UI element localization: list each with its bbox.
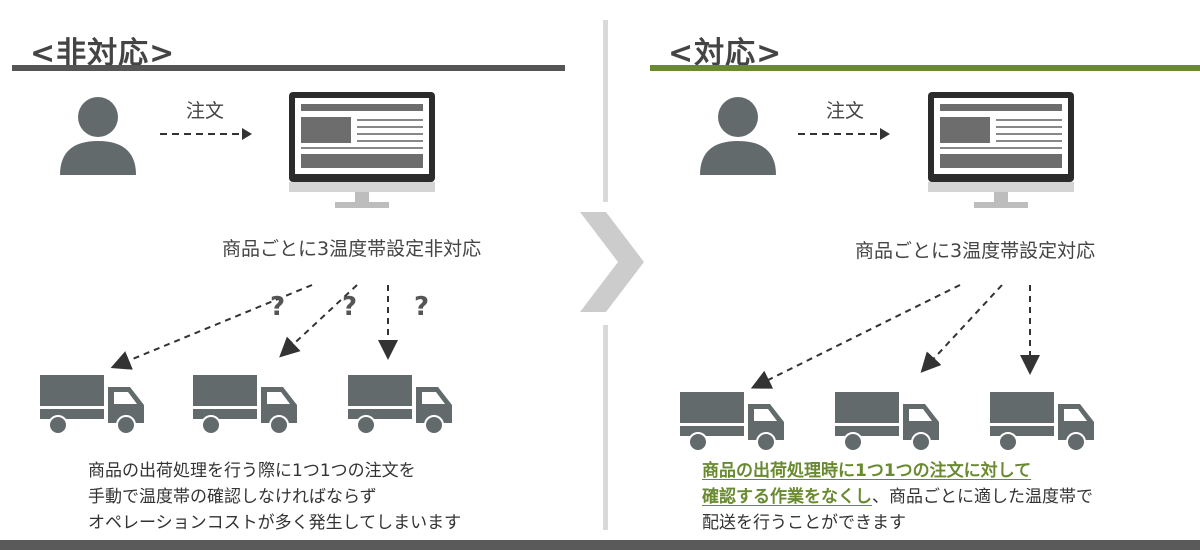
right-description-highlight-1: 商品の出荷処理時に1つ1つの注文に対して <box>702 461 1032 481</box>
left-title-underline <box>12 65 565 71</box>
delivery-truck-icon <box>348 375 452 435</box>
delivery-truck-icon <box>990 392 1094 452</box>
computer-monitor-icon <box>289 92 435 208</box>
computer-monitor-icon <box>928 92 1074 208</box>
left-description-line-1: 商品の出荷処理を行う際に1つ1つの注文を <box>88 461 416 481</box>
right-title-underline <box>650 65 1200 71</box>
delivery-truck-icon <box>835 392 939 452</box>
question-mark-2: ? <box>342 292 358 322</box>
delivery-truck-icon <box>193 375 297 435</box>
customer-person-icon <box>60 97 136 175</box>
right-description-line-3: 配送を行うことができます <box>702 513 906 533</box>
customer-person-icon <box>700 97 776 175</box>
chevron-right-icon <box>580 212 644 312</box>
center-divider-top <box>603 20 608 202</box>
order-label-right: 注文 <box>826 100 865 122</box>
left-description-line-3: オペレーションコストが多く発生してしまいます <box>88 513 462 533</box>
question-mark-1: ? <box>270 292 286 322</box>
footer-bar <box>0 540 1200 550</box>
order-arrow-right <box>798 128 890 140</box>
question-mark-3: ? <box>414 292 430 322</box>
left-caption: 商品ごとに3温度帯設定非対応 <box>222 238 482 260</box>
delivery-truck-icon <box>680 392 784 452</box>
right-caption: 商品ごとに3温度帯設定対応 <box>855 240 1096 262</box>
center-divider-bottom <box>603 325 608 530</box>
right-description-rest-2: 、商品ごとに適した温度帯で <box>872 487 1093 507</box>
left-description: 商品の出荷処理を行う際に1つ1つの注文を 手動で温度帯の確認しなければならず オ… <box>88 458 461 536</box>
right-description: 商品の出荷処理時に1つ1つの注文に対して 確認する作業をなくし、商品ごとに適した… <box>702 458 1093 536</box>
order-arrow-left <box>160 128 252 140</box>
left-description-line-2: 手動で温度帯の確認しなければならず <box>88 487 377 507</box>
right-description-highlight-2: 確認する作業をなくし <box>702 487 872 507</box>
delivery-truck-icon <box>40 375 144 435</box>
order-label-left: 注文 <box>186 100 225 122</box>
